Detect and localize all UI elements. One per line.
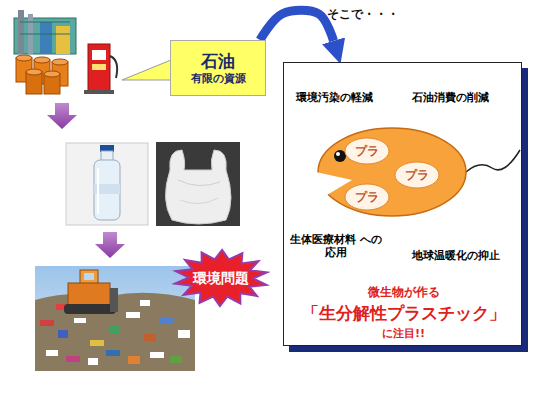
oil-refinery-illustration	[44, 71, 60, 77]
landfill-photo	[80, 270, 98, 284]
bubble-outline	[395, 162, 439, 188]
landfill-photo	[66, 356, 80, 362]
landfill-photo	[84, 273, 94, 280]
down-arrow	[47, 103, 77, 129]
bottle-photo	[97, 168, 99, 214]
starburst-outline	[175, 250, 267, 306]
oil-refinery-illustration	[92, 50, 106, 60]
landfill-photo	[35, 266, 195, 371]
landfill-photo	[144, 334, 156, 341]
landfill-photo	[110, 326, 120, 334]
oil-refinery-illustration	[26, 69, 42, 75]
highlight-text: 微生物が作る	[284, 285, 523, 299]
arrow-label: そこで・・・	[327, 6, 399, 23]
oil-refinery-illustration	[110, 56, 117, 78]
oil-refinery-illustration	[88, 44, 110, 92]
highlight-title: 「生分解性プラスチック」	[284, 303, 523, 323]
oil-refinery-illustration	[52, 59, 68, 65]
benefit-text: 環境汚染の軽減	[296, 91, 396, 104]
landfill-photo	[88, 358, 98, 365]
oil-refinery-illustration	[20, 22, 70, 23]
bubble-outline	[345, 138, 389, 164]
oil-refinery-illustration	[18, 10, 24, 54]
plastic-bubble: プラ	[344, 137, 390, 165]
bubble-outline	[345, 184, 389, 210]
problem-starburst: 環境問題	[172, 248, 270, 308]
landfill-photo	[46, 350, 58, 356]
idea-panel: 環境汚染の軽減 石油消費の削減生体医療材料 への応用地球温暖化の抑止微生物が作る「…	[283, 62, 522, 346]
landfill-photo	[160, 318, 174, 324]
plastic-bag-photo	[156, 142, 240, 226]
landfill-photo	[58, 330, 68, 338]
plastic-bag-photo	[165, 150, 231, 224]
landfill-photo	[170, 356, 182, 363]
landfill-photo	[150, 352, 164, 358]
landfill-photo	[110, 288, 118, 312]
plastic-bubble: プラ	[394, 161, 440, 189]
oil-refinery-illustration	[40, 22, 52, 54]
oil-refinery-illustration	[34, 57, 50, 63]
landfill-photo	[40, 320, 54, 326]
callout-text: 有限の資源	[191, 72, 246, 85]
plastic-bag-photo	[178, 180, 220, 186]
callout-pointer	[122, 60, 171, 80]
callout-pointer	[122, 60, 171, 80]
starburst-label: 環境問題	[193, 270, 249, 287]
landfill-photo	[90, 340, 104, 346]
landfill-photo	[35, 266, 195, 371]
oil-refinery-illustration	[92, 64, 106, 70]
callout-box: 石油有限の資源	[170, 40, 266, 96]
landfill-photo	[140, 300, 150, 306]
landfill-photo	[106, 350, 120, 356]
benefit-text: 生体医療材料 への応用	[290, 233, 382, 259]
landfill-photo	[64, 304, 116, 314]
plastic-bag-photo	[180, 198, 218, 204]
landfill-photo	[68, 283, 110, 305]
oil-refinery-illustration	[84, 90, 114, 94]
oil-refinery-illustration	[16, 55, 32, 61]
plastic-bubble: プラ	[344, 183, 390, 211]
down-arrow	[95, 232, 125, 258]
plastic-bag-photo	[156, 142, 240, 226]
landfill-photo	[178, 330, 190, 338]
highlight-text: に注目!!	[284, 327, 523, 340]
oil-refinery-illustration	[20, 34, 70, 35]
landfill-photo	[126, 312, 140, 318]
landfill-photo	[74, 318, 86, 323]
bottle-photo	[94, 160, 120, 220]
benefit-text: 石油消費の削減	[412, 91, 512, 104]
landfill-photo	[128, 356, 140, 364]
callout-title: 石油	[201, 51, 235, 71]
bottle-photo	[66, 143, 148, 225]
curved-arrow	[260, 10, 334, 41]
bubble-label: プラ	[355, 190, 379, 204]
bottle-photo	[66, 143, 148, 225]
oil-refinery-illustration	[14, 10, 117, 94]
bubble-label: プラ	[405, 168, 429, 182]
bubble-label: プラ	[355, 144, 379, 158]
benefit-text: 地球温暖化の抑止	[412, 249, 512, 262]
oil-refinery-illustration	[56, 26, 70, 54]
